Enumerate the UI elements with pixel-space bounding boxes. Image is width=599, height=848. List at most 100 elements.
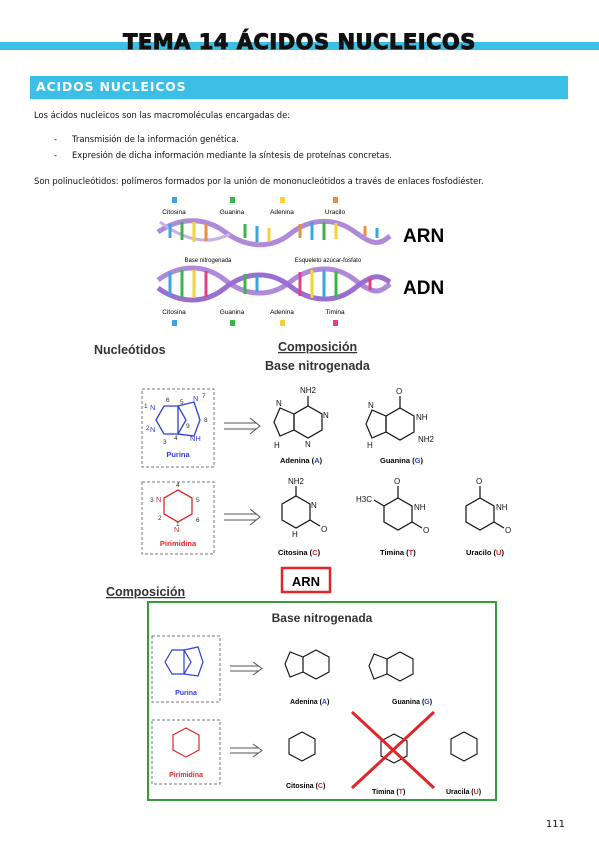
rna-strand (156, 218, 392, 248)
composicion-heading: Composición (106, 585, 185, 599)
citosina-label: Citosina (C) (286, 783, 325, 790)
arn-badge (280, 566, 332, 594)
atom-label: NH2 (300, 386, 317, 395)
position-number: 1 (144, 403, 148, 410)
guanina-swatch (230, 197, 235, 203)
atom-label: NH2 (418, 435, 435, 444)
position-number: 1 (176, 521, 180, 528)
dna-label: ADN (403, 278, 444, 299)
guanina-swatch (230, 320, 235, 326)
base-nitrogenada-heading: Base nitrogenada (265, 359, 371, 373)
adenina-structure (273, 396, 323, 439)
uracilo-structure (450, 731, 478, 762)
arn-figure: ARN Composición Base nitrogenada Purina … (106, 566, 497, 801)
citosina-label: Citosina (C) (278, 548, 321, 557)
purine-structure (164, 646, 204, 677)
atom-label: H (274, 441, 280, 450)
atom-label: O (394, 477, 400, 486)
composicion-heading: Composición (278, 340, 357, 354)
atom-label: NH2 (288, 477, 305, 486)
arn-composition-box (147, 601, 497, 801)
atom-label: O (476, 477, 482, 486)
dna-strand (156, 265, 392, 303)
position-number: 2 (146, 425, 150, 432)
position-number: 6 (196, 517, 200, 524)
atom-label: N (305, 440, 311, 449)
page-number: 111 (545, 819, 565, 830)
atom-label: O (423, 526, 429, 535)
atom-label: N (276, 399, 282, 408)
base-nitrogenada-heading: Base nitrogenada (272, 611, 373, 625)
bullet-item: Expresión de dicha información mediante … (72, 150, 392, 160)
bullet-marker: - (54, 150, 58, 160)
atom-label: O (505, 526, 511, 535)
adenina-swatch (280, 197, 285, 203)
rna-base-label: Adenina (270, 209, 294, 216)
purine-box (141, 388, 215, 468)
position-number: 3 (163, 439, 167, 446)
pirimidina-label: Pirimidina (160, 539, 197, 548)
citosina-swatch (172, 320, 177, 326)
atom-label: H (292, 530, 298, 539)
purina-label: Purina (175, 690, 197, 697)
dna-base-label: Guanina (220, 309, 245, 316)
position-number: 5 (180, 399, 184, 406)
purine-box (151, 635, 221, 703)
base-nitrogenada-label: Base nitrogenada (184, 258, 232, 264)
guanina-label: Guanina (G) (392, 699, 432, 706)
atom-label: NH (414, 503, 426, 512)
atom-label: N (311, 501, 317, 510)
dna-base-label: Timina (325, 309, 345, 316)
section-heading: ACIDOS NUCLEICOS (30, 76, 568, 99)
adenina-swatch (280, 320, 285, 326)
pyrimidine-structure (163, 489, 193, 523)
uracilo-swatch (333, 197, 338, 203)
bullet-item: Transmisión de la información genética. (72, 134, 239, 144)
atom-label: N (174, 525, 179, 534)
position-number: 7 (202, 393, 206, 400)
guanina-label: Guanina (G) (380, 456, 423, 465)
page-title: TEMA 14 ÁCIDOS NUCLEICOS (123, 30, 476, 55)
purina-label: Purina (166, 450, 190, 459)
position-number: 2 (158, 515, 162, 522)
rna-base-label: Uracilo (325, 209, 346, 216)
pirimidina-label: Pirimidina (169, 772, 203, 779)
guanina-structure (368, 651, 414, 682)
esqueleto-label: Esqueleto azúcar-fosfato (295, 258, 362, 264)
timina-label: Timina (T) (380, 548, 416, 557)
timina-label: Timina (T) (372, 789, 405, 796)
atom-label: O (396, 387, 402, 396)
nucleotidos-heading: Nucleótidos (94, 343, 166, 357)
arn-badge-text: ARN (292, 574, 320, 589)
atom-label: N (156, 495, 161, 504)
pyrimidine-box (141, 481, 215, 555)
timina-structure (380, 733, 408, 764)
uracilo-label: Uracila (U) (446, 789, 481, 796)
title-underline (0, 42, 599, 50)
helix-figure: Citosina Guanina Adenina Uracilo ARN Bas… (156, 197, 444, 326)
atom-label: NH (190, 434, 201, 443)
rna-base-label: Guanina (220, 209, 245, 216)
dna-base-label: Adenina (270, 309, 294, 316)
timina-structure (373, 486, 423, 531)
rna-base-label: Citosina (162, 209, 186, 216)
adenina-label: Adenina (A) (280, 456, 323, 465)
implies-arrow-icon (224, 508, 261, 526)
cross-out-icon (350, 710, 436, 790)
purine-structure (155, 401, 201, 437)
implies-arrow-icon (230, 743, 263, 758)
position-number: 9 (186, 423, 190, 430)
citosina-swatch (172, 197, 177, 203)
guanina-structure (365, 396, 415, 441)
atom-label: N (150, 403, 155, 412)
implies-arrow-icon (224, 417, 261, 435)
bullet-marker: - (54, 134, 58, 144)
adenina-structure (284, 649, 330, 680)
rna-label: ARN (403, 226, 444, 247)
dna-base-label: Citosina (162, 309, 186, 316)
nucleotidos-figure: Nucleótidos Composición Base nitrogenada… (94, 340, 511, 557)
uracilo-structure (465, 486, 505, 531)
atom-label: H (367, 441, 373, 450)
implies-arrow-icon (230, 661, 263, 676)
polinucleotidos-text: Son polinucleótidos: polímeros formados … (34, 176, 484, 186)
